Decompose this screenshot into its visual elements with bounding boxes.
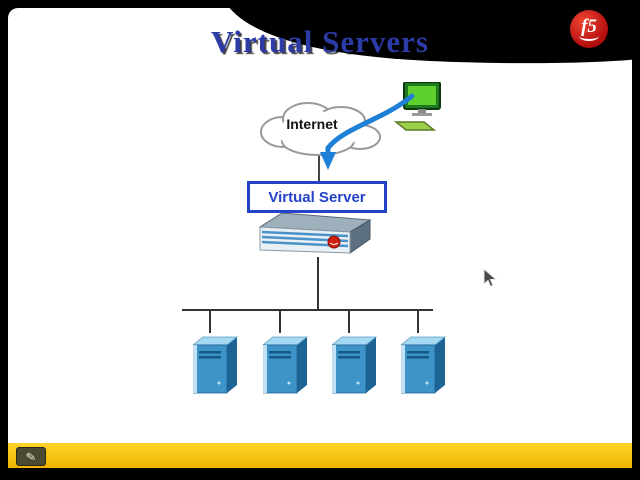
bottom-toolbar: ✎	[8, 443, 632, 468]
traffic-arrow	[320, 93, 415, 170]
client-computer-icon	[393, 81, 448, 134]
pen-icon: ✎	[24, 448, 38, 465]
top-swoosh-decoration	[224, 0, 640, 64]
slide-title: Virtual Servers	[211, 24, 429, 59]
virtual-server-label: Virtual Server	[268, 188, 366, 206]
virtual-server-box: Virtual Server	[247, 181, 387, 213]
f5-logo: f5	[570, 10, 608, 48]
mouse-cursor	[483, 268, 498, 288]
f5-logo-text: f5	[581, 16, 597, 37]
bigip-appliance-icon	[256, 211, 376, 259]
annotation-pen-button[interactable]: ✎	[16, 447, 46, 466]
computer-icon	[393, 81, 441, 131]
internet-label: Internet	[286, 116, 338, 132]
cloud-to-server-line	[318, 148, 320, 184]
